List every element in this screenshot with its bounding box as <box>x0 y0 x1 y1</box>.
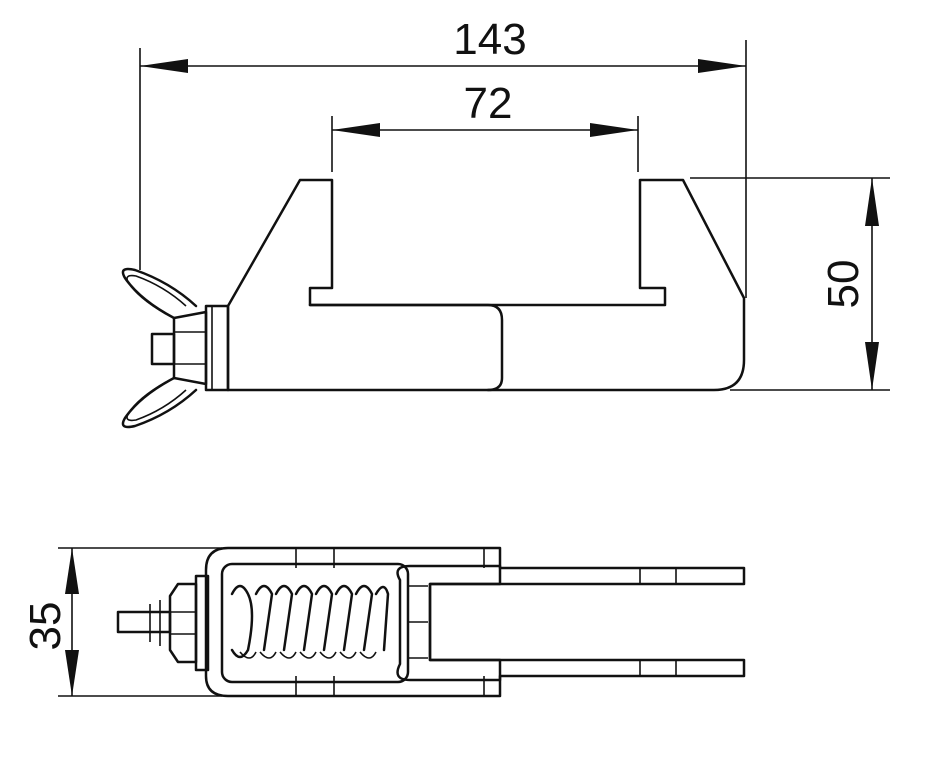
dimension-label-50: 50 <box>819 260 868 309</box>
hex-nut <box>172 310 208 386</box>
clamp-jaw-block <box>308 303 504 392</box>
clamp-side-view <box>121 178 746 429</box>
clamp-body-outline <box>226 178 746 392</box>
spring <box>230 584 390 659</box>
dimension-label-72: 72 <box>464 79 513 128</box>
dimension-opening-width: 72 <box>331 79 639 172</box>
bolt-stub <box>150 332 176 366</box>
spring-housing <box>220 562 410 684</box>
dimension-height: 50 <box>690 177 890 391</box>
washer <box>204 304 230 392</box>
dimension-thickness: 35 <box>21 547 222 697</box>
jaw-head <box>396 564 502 682</box>
dimension-label-35: 35 <box>21 602 70 651</box>
plan-hex-nut <box>168 582 198 664</box>
plan-bolt <box>116 610 172 634</box>
clamp-plan-view <box>116 546 746 698</box>
dimension-overall-length: 143 <box>139 15 747 298</box>
dimension-label-143: 143 <box>453 15 526 64</box>
plan-frame-outer <box>204 546 746 698</box>
